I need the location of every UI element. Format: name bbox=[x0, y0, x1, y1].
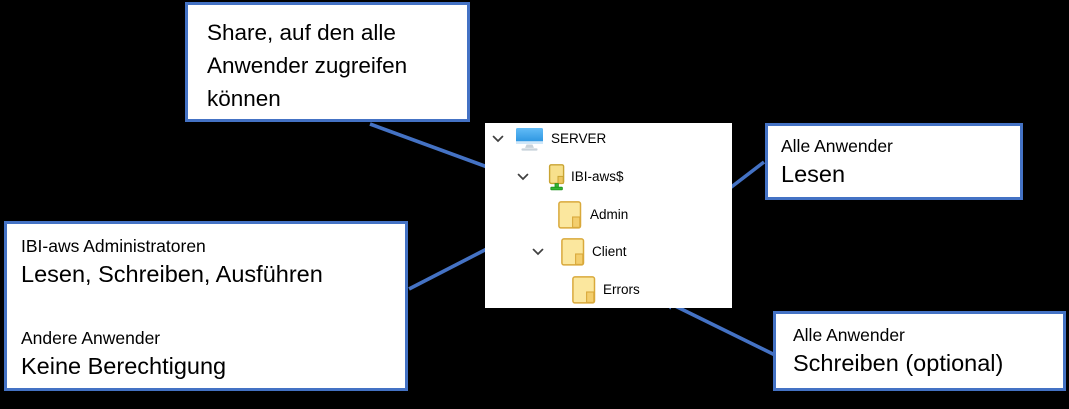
computer-icon bbox=[515, 127, 544, 157]
callout-share-line: können bbox=[207, 86, 281, 111]
folder-icon bbox=[561, 238, 585, 271]
arrow-share-to-ibiaws bbox=[369, 122, 503, 174]
admin-group-title: IBI-aws Administratoren bbox=[21, 236, 206, 256]
tree-item-label[interactable]: Client bbox=[592, 244, 627, 259]
folder-icon bbox=[558, 201, 582, 234]
chevron-down-icon[interactable] bbox=[515, 169, 531, 185]
callout-share-line: Anwender zugreifen bbox=[207, 53, 408, 78]
callout-share: Share, auf den alle Anwender zugreifen k… bbox=[185, 2, 470, 122]
tree-item-label[interactable]: SERVER bbox=[551, 131, 607, 146]
callout-admin-permissions: IBI-aws Administratoren Lesen, Schreiben… bbox=[4, 221, 408, 391]
admin-group-permissions: Lesen, Schreiben, Ausführen bbox=[21, 261, 323, 287]
callout-share-line: Share, auf den alle bbox=[207, 20, 396, 45]
arrow-schreiben-to-errors bbox=[661, 298, 776, 357]
tree-item-server[interactable]: SERVER bbox=[485, 124, 732, 154]
callout-write-permission: Alle Anwender Schreiben (optional) bbox=[773, 311, 1066, 391]
write-permission-value: Schreiben (optional) bbox=[793, 350, 1004, 376]
tree-item-ibi-aws[interactable]: IBI-aws$ bbox=[485, 162, 732, 192]
tree-item-label[interactable]: Admin bbox=[590, 207, 629, 222]
chevron-down-icon[interactable] bbox=[490, 131, 506, 147]
callout-read-permission: Alle Anwender Lesen bbox=[765, 123, 1023, 200]
tree-item-admin[interactable]: Admin bbox=[485, 200, 732, 230]
write-permission-title: Alle Anwender bbox=[793, 325, 905, 345]
folder-icon bbox=[572, 276, 596, 309]
chevron-down-icon[interactable] bbox=[530, 244, 546, 260]
tree-item-client[interactable]: Client bbox=[485, 237, 732, 267]
other-users-title: Andere Anwender bbox=[21, 328, 161, 348]
other-users-permissions: Keine Berechtigung bbox=[21, 353, 227, 379]
tree-item-errors[interactable]: Errors bbox=[485, 275, 732, 305]
read-permission-value: Lesen bbox=[781, 161, 846, 187]
tree-item-label[interactable]: IBI-aws$ bbox=[571, 169, 624, 184]
read-permission-title: Alle Anwender bbox=[781, 136, 893, 156]
tree-item-label[interactable]: Errors bbox=[603, 282, 640, 297]
explorer-tree-panel: SERVER IBI-aws$ bbox=[485, 123, 732, 308]
shared-folder-icon bbox=[547, 164, 567, 196]
spacer bbox=[21, 290, 405, 326]
